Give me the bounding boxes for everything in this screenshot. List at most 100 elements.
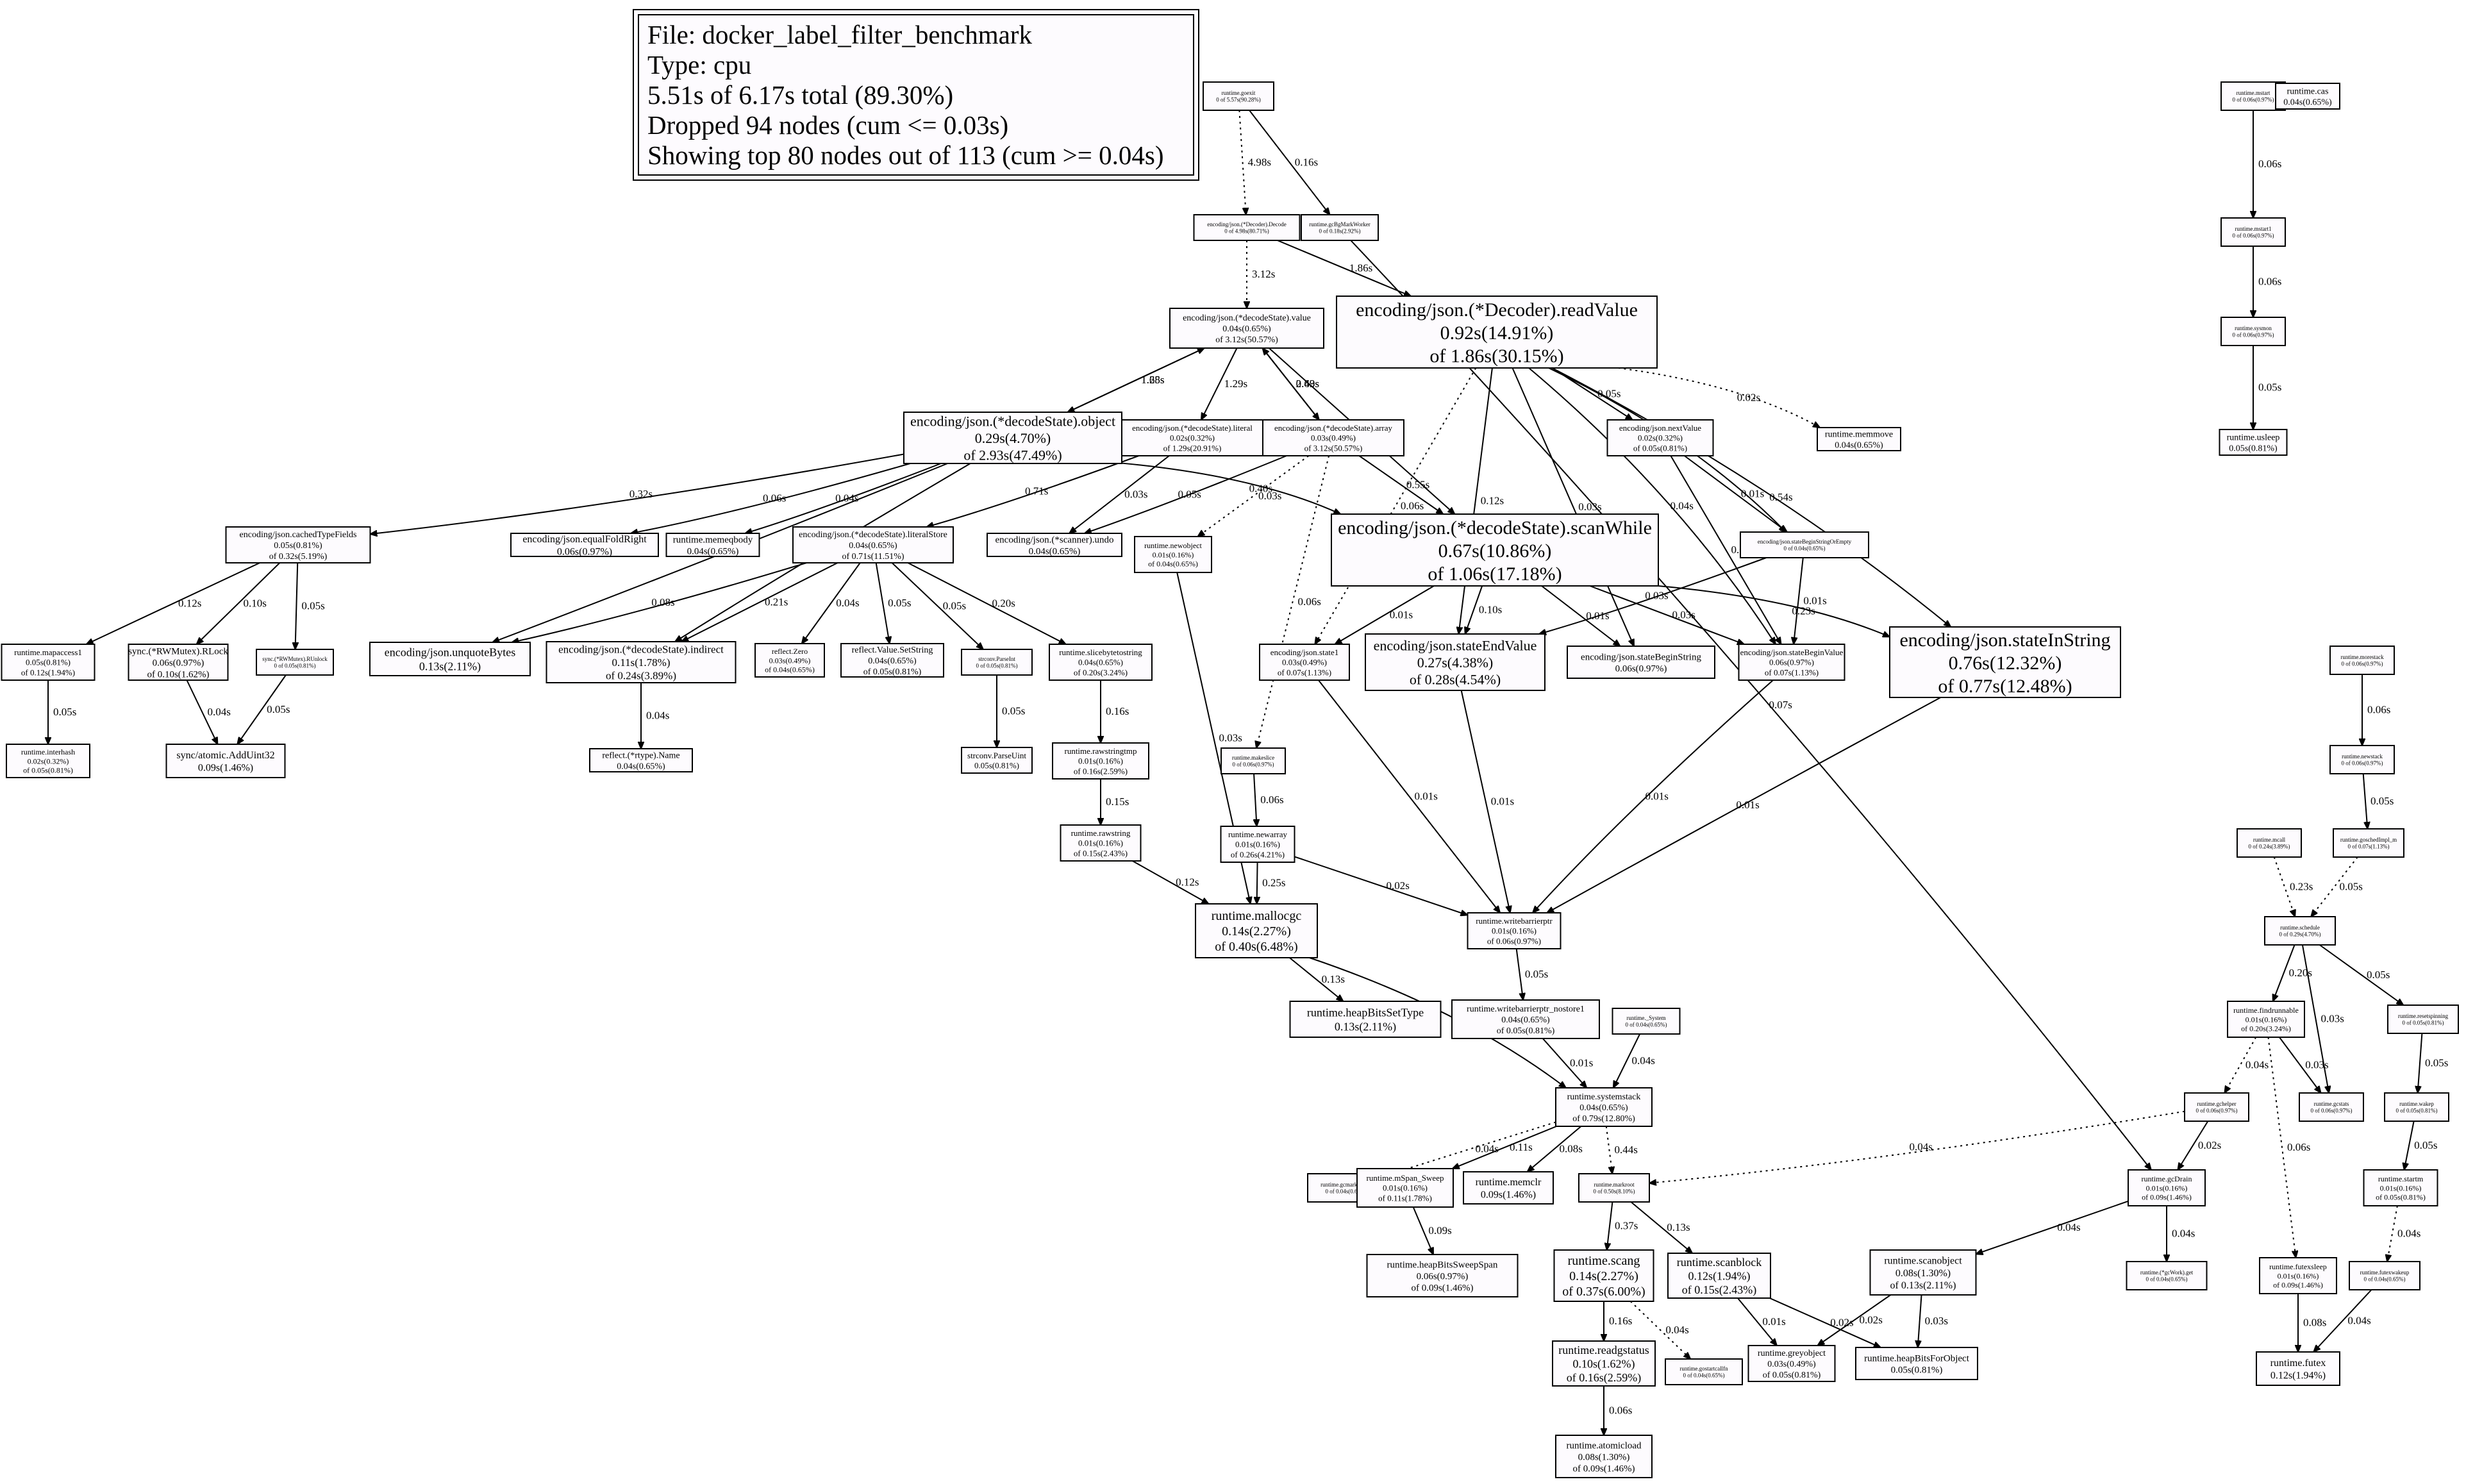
edge-label: 0.11s	[1510, 1141, 1533, 1153]
node-stateInString[interactable]: encoding/json.stateInString0.76s(12.32%)…	[1889, 626, 2121, 698]
node-label: 0 of 4.98s(80.71%)	[1224, 228, 1269, 235]
node-value[interactable]: encoding/json.(*decodeState).value0.04s(…	[1169, 308, 1324, 349]
node-stateEndValue[interactable]: encoding/json.stateEndValue0.27s(4.38%)o…	[1365, 633, 1545, 691]
node-scanWhile[interactable]: encoding/json.(*decodeState).scanWhile0.…	[1331, 513, 1659, 587]
node-box	[2237, 828, 2302, 858]
edge-array-scanWhile: 0.55s	[1358, 455, 1443, 514]
node-readValue[interactable]: encoding/json.(*Decoder).readValue0.92s(…	[1336, 296, 1658, 369]
edge-state1-writebarrierptr: 0.01s	[1318, 679, 1500, 913]
node-label: encoding/json.(*decodeState).literal	[1132, 423, 1253, 433]
node-box	[2329, 646, 2395, 675]
edge-object-cachedTypeFields: 0.32s	[371, 453, 904, 534]
edge-line	[492, 463, 948, 642]
edge-line	[1315, 367, 1477, 644]
node-slicebytetostring[interactable]: runtime.slicebytetostring0.04s(0.65%)of …	[1049, 644, 1153, 681]
node-label: 0 of 0.05s(0.81%)	[2396, 1108, 2438, 1114]
node-array[interactable]: encoding/json.(*decodeState).array0.03s(…	[1262, 419, 1404, 456]
node-stateBeginString[interactable]: encoding/json.stateBeginString0.06s(0.97…	[1567, 646, 1715, 679]
node-cachedTypeFields[interactable]: encoding/json.cachedTypeFields0.05s(0.81…	[225, 526, 371, 563]
node-label: of 0.28s(4.54%)	[1410, 671, 1501, 687]
node-object[interactable]: encoding/json.(*decodeState).object0.29s…	[903, 412, 1122, 464]
node-wbNostore[interactable]: runtime.writebarrierptr_nostore10.04s(0.…	[1451, 999, 1600, 1039]
edge-literalStore-setString: 0.05s	[875, 562, 912, 644]
node-label: runtime.newarray	[1228, 830, 1288, 839]
node-label: 0.12s(1.94%)	[2270, 1370, 2326, 1381]
edge-label: 0.01s	[1390, 609, 1413, 621]
node-literal[interactable]: encoding/json.(*decodeState).literal0.02…	[1121, 419, 1263, 456]
node-literalStore[interactable]: encoding/json.(*decodeState).literalStor…	[792, 526, 954, 563]
node-goschedImpl[interactable]: runtime.goschedImpl_m0 of 0.07s(1.13%)	[2333, 828, 2404, 858]
node-box	[1060, 824, 1142, 862]
node-undo[interactable]: encoding/json.(*scanner).undo0.04s(0.65%…	[987, 533, 1122, 557]
node-label: strconv.ParseInt	[978, 656, 1015, 662]
node-label: encoding/json.(*decodeState).scanWhile	[1338, 517, 1652, 538]
node-indirect[interactable]: encoding/json.(*decodeState).indirect0.1…	[546, 641, 737, 683]
node-stateBeginValue[interactable]: encoding/json.stateBeginValue0.06s(0.97%…	[1738, 644, 1845, 681]
node-heapBitsSweepSpan[interactable]: runtime.heapBitsSweepSpan0.06s(0.97%)of …	[1366, 1254, 1519, 1297]
edge-label: 0.04s	[1670, 500, 1694, 512]
edge-label: 0.08s	[651, 596, 674, 608]
